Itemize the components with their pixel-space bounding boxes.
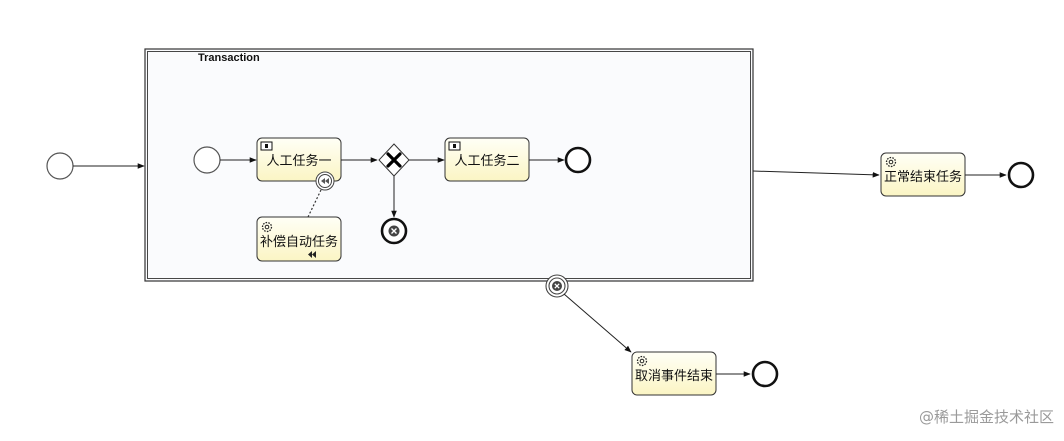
user-task-1[interactable]: 人工任务一 [256, 137, 342, 182]
normal-end-task-label: 正常结束任务 [884, 169, 962, 185]
flow-cancel-boundary-to-cancel-task[interactable] [563, 293, 632, 353]
inner-end-event[interactable] [564, 146, 592, 174]
outer-start-event[interactable] [46, 152, 74, 180]
transaction-title: Transaction [198, 52, 260, 64]
normal-end-task[interactable]: 正常结束任务 [880, 152, 966, 197]
cancel-path-end-event[interactable] [751, 360, 779, 388]
user-task-2-label: 人工任务二 [454, 153, 519, 169]
cancel-boundary-event[interactable] [545, 274, 569, 298]
exclusive-gateway-x-icon [386, 152, 402, 168]
normal-end-event[interactable] [1007, 161, 1035, 189]
gear-icon [261, 221, 273, 233]
compensation-task-label: 补偿自动任务 [260, 234, 338, 250]
compensation-boundary-event[interactable] [315, 171, 335, 191]
cancel-x-icon [552, 281, 562, 291]
cancel-end-event[interactable] [380, 217, 408, 245]
cancel-end-task-label: 取消事件结束 [635, 369, 713, 384]
flow-transaction-to-normal-end-task[interactable] [752, 170, 880, 178]
inner-start-event[interactable] [193, 146, 221, 174]
user-task-2[interactable]: 人工任务二 [444, 137, 530, 182]
compensation-association[interactable] [307, 189, 322, 218]
gear-icon [636, 355, 648, 367]
cancel-x-icon [388, 225, 400, 237]
rewind-icon [308, 251, 316, 258]
user-task-icon [448, 141, 461, 151]
watermark: @稀土掘金技术社区 [918, 408, 1054, 426]
gear-icon [885, 156, 897, 168]
rewind-icon [321, 178, 329, 184]
user-task-icon [260, 141, 273, 151]
cancel-end-task[interactable]: 取消事件结束 [631, 351, 717, 396]
user-task-1-label: 人工任务一 [266, 153, 331, 169]
compensation-task[interactable]: 补偿自动任务 [256, 216, 342, 262]
